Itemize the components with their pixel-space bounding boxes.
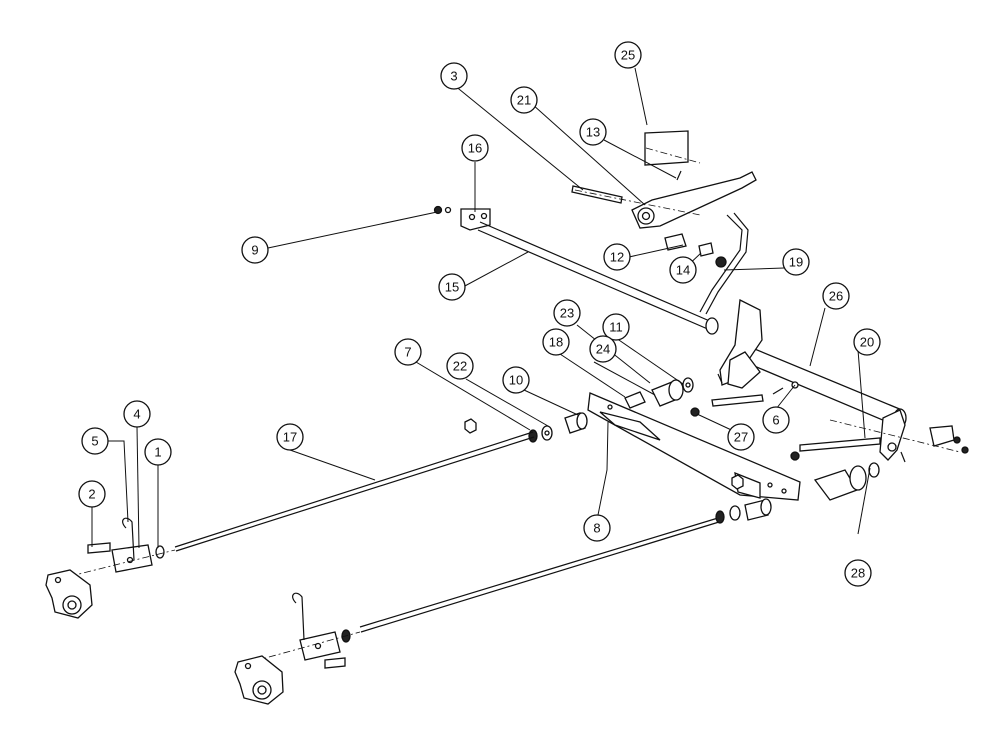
callout-17: 17: [276, 423, 304, 451]
callout-circle: [542, 328, 570, 356]
callout-circle: [440, 62, 468, 90]
callout-label: 9: [251, 243, 258, 258]
callout-label: 28: [851, 566, 865, 581]
callout-label: 1: [154, 445, 161, 460]
callout-25: 25: [614, 41, 642, 69]
callout-circle: [78, 480, 106, 508]
callout-label: 4: [133, 407, 140, 422]
callout-label: 6: [772, 413, 779, 428]
callout-circle: [669, 256, 697, 284]
callout-19: 19: [782, 248, 810, 276]
callout-circle: [614, 41, 642, 69]
callout-circle: [241, 236, 269, 264]
callout-21: 21: [510, 86, 538, 114]
callout-circle: [589, 335, 617, 363]
callout-20: 20: [853, 328, 881, 356]
callout-label: 19: [789, 255, 803, 270]
callout-label: 17: [283, 430, 297, 445]
callout-1: 1: [144, 438, 172, 466]
callout-label: 11: [609, 320, 623, 335]
callout-circle: [727, 423, 755, 451]
callout-label: 26: [829, 289, 843, 304]
callout-circle: [502, 366, 530, 394]
pedal-pad: [644, 130, 689, 166]
callout-8: 8: [583, 514, 611, 542]
callout-label: 16: [468, 141, 482, 156]
callout-6: 6: [762, 406, 790, 434]
callout-label: 27: [734, 430, 748, 445]
callout-circle: [81, 427, 109, 455]
callout-15: 15: [438, 273, 466, 301]
callout-11: 11: [602, 313, 630, 341]
callout-circle: [510, 86, 538, 114]
callout-circle: [438, 273, 466, 301]
callout-label: 21: [517, 93, 531, 108]
callout-label: 18: [549, 335, 563, 350]
callout-24: 24: [589, 335, 617, 363]
callout-label: 23: [560, 306, 574, 321]
callout-label: 13: [586, 125, 600, 140]
callout-circle: [553, 299, 581, 327]
callout-circle: [144, 438, 172, 466]
callout-label: 20: [860, 335, 874, 350]
callout-7: 7: [394, 338, 422, 366]
callout-label: 12: [610, 250, 624, 265]
callout-27: 27: [727, 423, 755, 451]
callout-label: 22: [453, 359, 467, 374]
callout-3: 3: [440, 62, 468, 90]
callout-circle: [603, 243, 631, 271]
callout-label: 8: [593, 521, 600, 536]
callout-26: 26: [822, 282, 850, 310]
callout-13: 13: [579, 118, 607, 146]
callout-label: 2: [88, 487, 95, 502]
callout-23: 23: [553, 299, 581, 327]
callout-2: 2: [78, 480, 106, 508]
callout-12: 12: [603, 243, 631, 271]
callout-label: 25: [621, 48, 635, 63]
callout-label: 7: [404, 345, 411, 360]
callout-16: 16: [461, 134, 489, 162]
callout-circle: [782, 248, 810, 276]
callout-10: 10: [502, 366, 530, 394]
callout-circle: [446, 352, 474, 380]
callout-circle: [394, 338, 422, 366]
callout-14: 14: [669, 256, 697, 284]
callout-group: 1234567891011121314151617181920212223242…: [78, 41, 881, 587]
callout-28: 28: [844, 559, 872, 587]
callout-label: 10: [509, 373, 523, 388]
callout-label: 5: [91, 434, 98, 449]
callout-circle: [853, 328, 881, 356]
pedal-arm: [631, 171, 757, 229]
brake-rod-lower: [359, 517, 720, 633]
callout-circle: [123, 400, 151, 428]
callout-circle: [583, 514, 611, 542]
callout-label: 15: [445, 280, 459, 295]
callout-circle: [579, 118, 607, 146]
callout-circle: [461, 134, 489, 162]
cross-bar: [587, 392, 801, 501]
callout-label: 24: [596, 342, 610, 357]
callout-label: 14: [676, 263, 690, 278]
callout-18: 18: [542, 328, 570, 356]
callout-circle: [844, 559, 872, 587]
callout-circle: [276, 423, 304, 451]
callout-label: 3: [450, 69, 457, 84]
parts-drawing: [45, 130, 969, 705]
callout-22: 22: [446, 352, 474, 380]
callout-circle: [762, 406, 790, 434]
cross-rod: [477, 221, 713, 331]
brake-rod-upper: [174, 431, 535, 552]
callout-4: 4: [123, 400, 151, 428]
pedal-stem: [699, 212, 749, 315]
callout-5: 5: [81, 427, 109, 455]
callout-circle: [822, 282, 850, 310]
rod-bracket: [460, 208, 491, 231]
callout-9: 9: [241, 236, 269, 264]
leader-lines: [91, 67, 871, 549]
callout-circle: [602, 313, 630, 341]
